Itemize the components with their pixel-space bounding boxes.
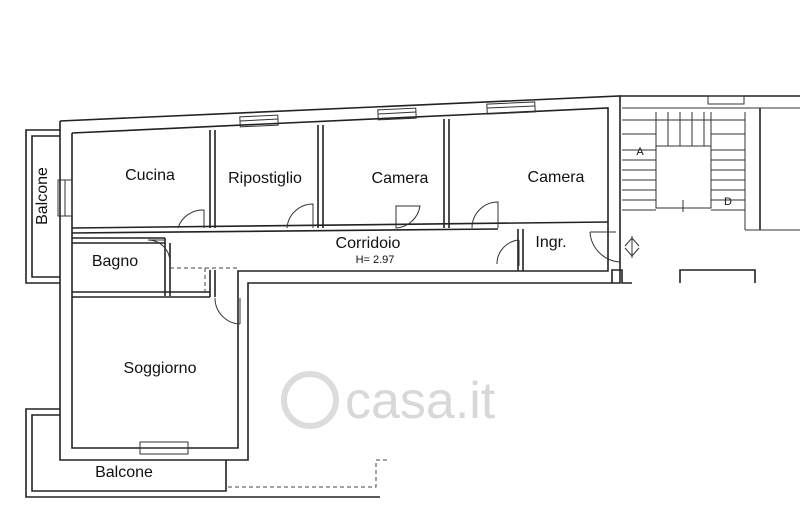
room-label-camera-1: Camera	[372, 170, 429, 187]
ceiling-height-label: H= 2.97	[356, 254, 395, 266]
room-label-balcone-side: Balcone	[34, 167, 51, 225]
balcony-bottom	[25, 408, 390, 498]
room-label-bagno: Bagno	[92, 253, 138, 270]
stairwell	[611, 95, 800, 284]
room-labels: Cucina Ripostiglio Camera Camera Corrido…	[34, 146, 732, 481]
doors	[147, 201, 621, 325]
outer-walls	[59, 95, 621, 461]
balcony-side	[25, 129, 60, 284]
watermark-logo-icon	[281, 371, 339, 429]
room-label-balcone-bottom: Balcone	[95, 464, 153, 481]
room-label-ingresso: Ingr.	[535, 234, 566, 251]
watermark-text: casa.it	[345, 372, 496, 430]
windows	[57, 101, 536, 455]
elevator-shaft	[655, 145, 712, 209]
room-label-corridoio: Corridoio	[336, 235, 401, 252]
room-label-cucina: Cucina	[125, 167, 175, 184]
partitions	[71, 119, 609, 298]
stair-up-mark: A	[636, 146, 644, 158]
room-label-soggiorno: Soggiorno	[124, 360, 197, 377]
watermark: casa.it	[281, 371, 496, 430]
room-label-camera-2: Camera	[528, 169, 585, 186]
stair-steps	[622, 112, 745, 211]
stair-down-mark: D	[724, 196, 732, 208]
room-label-ripostiglio: Ripostiglio	[228, 170, 302, 187]
